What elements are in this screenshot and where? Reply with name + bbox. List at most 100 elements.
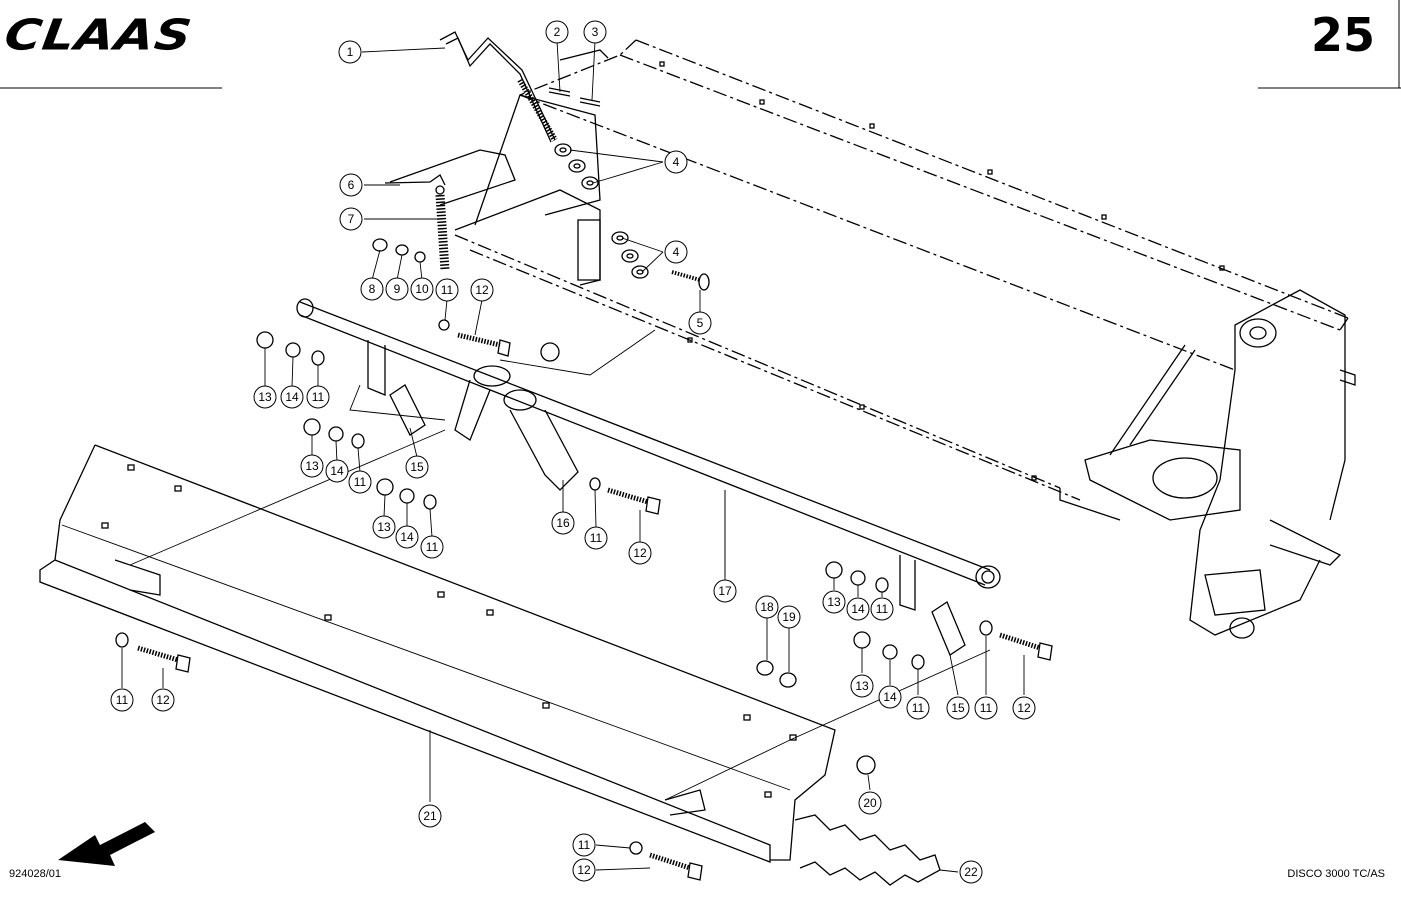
callout-circle — [110, 688, 134, 712]
callout-circle — [551, 511, 575, 535]
callout-number: 12 — [156, 693, 170, 707]
callout-number: 10 — [415, 282, 429, 296]
direction-arrow-icon — [58, 822, 155, 866]
callout-number: 1 — [347, 45, 354, 59]
callout-c13a: 13 — [253, 385, 277, 409]
callout-circle — [300, 454, 324, 478]
callout-c15b: 15 — [946, 696, 970, 720]
callout-circle — [338, 40, 362, 64]
callout-circle — [846, 597, 870, 621]
callout-circle — [418, 804, 442, 828]
callout-c13e: 13 — [850, 674, 874, 698]
callout-circle — [822, 590, 846, 614]
callout-number: 15 — [951, 701, 965, 715]
callout-circle — [584, 526, 608, 550]
callout-c4a: 4 — [664, 150, 688, 174]
callout-circle — [151, 688, 175, 712]
callout-number: 11 — [116, 693, 129, 707]
callout-circle — [664, 240, 688, 264]
callout-circle — [583, 20, 607, 44]
callout-number: 3 — [592, 25, 599, 39]
bolt-12e — [629, 841, 703, 881]
callout-c22: 22 — [959, 860, 983, 884]
callout-circle — [545, 20, 569, 44]
callout-c13b: 13 — [300, 454, 324, 478]
callout-circle — [777, 605, 801, 629]
callout-circle — [858, 791, 882, 815]
callout-circle — [870, 597, 894, 621]
callout-number: 4 — [673, 155, 680, 169]
callout-number: 11 — [426, 540, 439, 554]
callout-number: 2 — [554, 25, 561, 39]
bolt-12a — [438, 319, 511, 357]
callout-circle — [325, 459, 349, 483]
callout-c11f: 11 — [870, 597, 894, 621]
bolt-12d — [115, 632, 191, 673]
callout-number: 12 — [577, 863, 591, 877]
callout-number: 13 — [258, 390, 272, 404]
callout-number: 14 — [400, 530, 414, 544]
page-number: 25 — [1310, 8, 1375, 62]
callout-c11h: 11 — [974, 696, 998, 720]
callout-number: 12 — [1017, 701, 1031, 715]
spring-rod-1 — [439, 31, 558, 143]
model-name: DISCO 3000 TC/AS — [1287, 868, 1385, 880]
callout-circle — [974, 696, 998, 720]
callout-number: 9 — [394, 282, 401, 296]
callout-circle — [339, 173, 363, 197]
callout-c11a: 11 — [435, 278, 459, 302]
callout-circle — [306, 385, 330, 409]
callout-c20: 20 — [858, 791, 882, 815]
callout-c21: 21 — [418, 804, 442, 828]
callout-number: 22 — [964, 865, 978, 879]
callout-number: 14 — [330, 464, 344, 478]
callout-number: 11 — [354, 475, 367, 489]
callout-c11e: 11 — [584, 526, 608, 550]
callout-circle — [420, 535, 444, 559]
washers-4 — [554, 143, 649, 279]
callout-number: 17 — [718, 584, 732, 598]
callout-c11i: 11 — [110, 688, 134, 712]
callout-number: 12 — [475, 283, 489, 297]
callout-circle — [360, 277, 384, 301]
callout-circle — [435, 278, 459, 302]
callout-c3: 3 — [583, 20, 607, 44]
callout-number: 16 — [556, 516, 570, 530]
callout-c9: 9 — [385, 277, 409, 301]
callout-circle — [878, 685, 902, 709]
pins-2-3 — [548, 49, 609, 107]
callout-circle — [1012, 696, 1036, 720]
callout-circle — [755, 595, 779, 619]
callout-c5: 5 — [688, 311, 712, 335]
callout-number: 15 — [410, 460, 424, 474]
callout-number: 8 — [369, 282, 376, 296]
callout-circle — [713, 579, 737, 603]
callout-number: 11 — [876, 602, 889, 616]
callout-c17: 17 — [713, 579, 737, 603]
callout-c1: 1 — [338, 40, 362, 64]
callout-circle — [628, 541, 652, 565]
drawing-code: 924028/01 — [9, 868, 61, 880]
callout-c13d: 13 — [822, 590, 846, 614]
callout-c14e: 14 — [878, 685, 902, 709]
side-housing — [1059, 289, 1356, 639]
bolt-5 — [671, 270, 710, 291]
callout-c11b: 11 — [306, 385, 330, 409]
callout-number: 19 — [782, 610, 796, 624]
callout-number: 13 — [827, 595, 841, 609]
callout-c6: 6 — [339, 173, 363, 197]
callout-circle — [572, 858, 596, 882]
callout-number: 5 — [697, 316, 704, 330]
callout-c12c: 12 — [1012, 696, 1036, 720]
main-frame — [454, 39, 1349, 501]
callout-number: 11 — [441, 283, 454, 297]
callout-circle — [664, 150, 688, 174]
spring-7 — [435, 185, 450, 271]
callout-number: 4 — [673, 245, 680, 259]
callout-c11d: 11 — [420, 535, 444, 559]
callout-circle — [959, 860, 983, 884]
callout-circle — [253, 385, 277, 409]
callout-number: 18 — [760, 600, 774, 614]
callout-circle — [572, 833, 596, 857]
